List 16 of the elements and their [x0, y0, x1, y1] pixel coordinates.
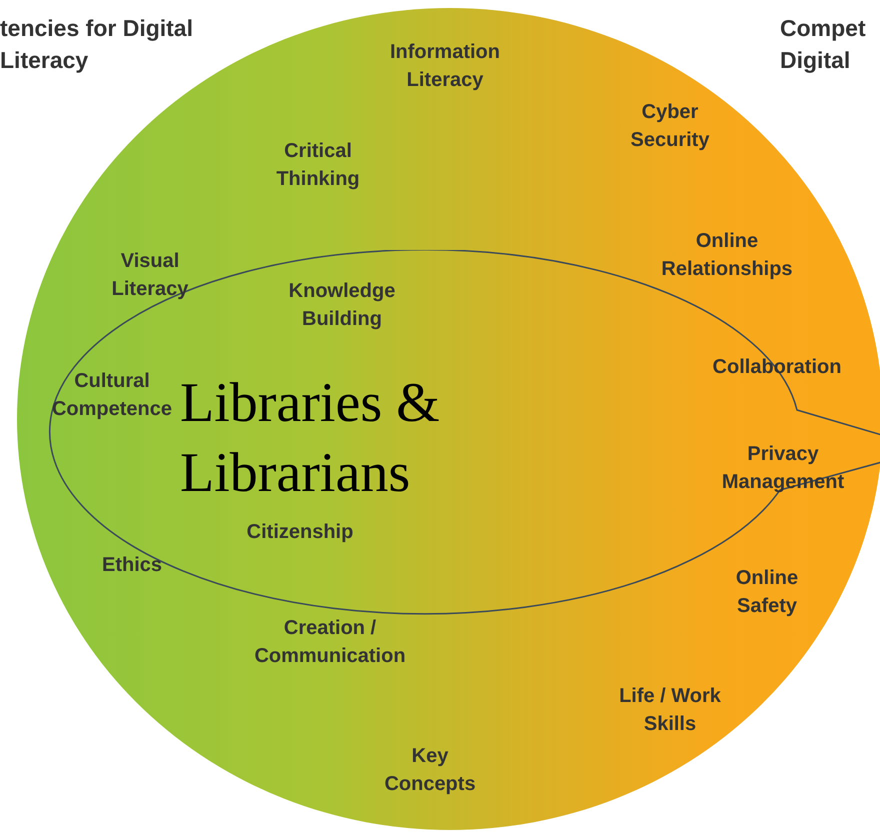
competency-label: Life / Work Skills: [618, 684, 722, 737]
heading-text: Compet Digital: [780, 14, 867, 75]
heading-text: tencies for Digital Literacy: [0, 14, 194, 75]
competency-label: Visual Literacy: [110, 249, 190, 302]
competency-label: Ethics: [100, 553, 164, 578]
competency-label: Key Concepts: [383, 744, 477, 797]
competency-label: Creation / Communication: [253, 616, 407, 669]
competency-label: Online Safety: [734, 566, 800, 619]
competency-label: Cyber Security: [630, 100, 710, 153]
competency-label: Knowledge Building: [288, 279, 396, 332]
competency-label: Critical Thinking: [275, 139, 361, 192]
competency-label: Cultural Competence: [50, 369, 174, 422]
competency-label: Information Literacy: [389, 40, 501, 93]
callout-text: Libraries & Librarians: [180, 371, 441, 506]
competency-label: Citizenship: [246, 520, 354, 545]
competency-label: Online Relationships: [660, 229, 794, 282]
